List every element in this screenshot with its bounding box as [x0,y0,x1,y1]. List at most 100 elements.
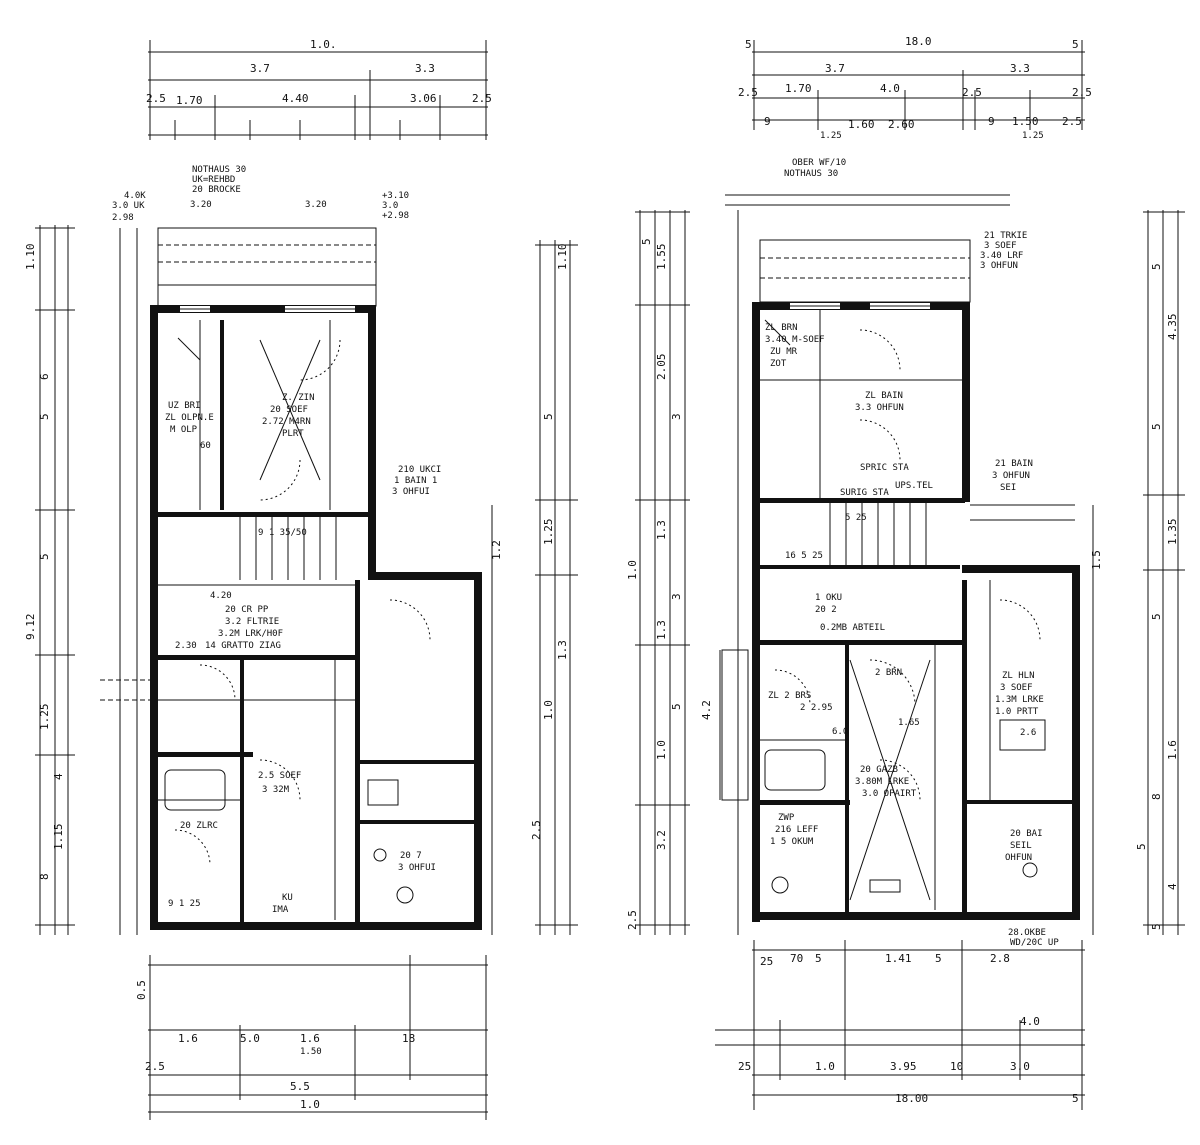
left-top-dim-10: 3.20 [305,200,327,210]
room-label: Z. ZIN [282,393,315,403]
room-label: SEIL [1010,841,1032,851]
right-plan-right-dim-1: 5 [1150,263,1163,270]
room-label: ZL BRN [765,323,798,333]
right-note-3: 21 TRKIE [984,231,1027,241]
right-top-dim-16: 1.25 [820,131,842,141]
left-note-6: 2.98 [112,213,134,223]
room-label: 21 BAIN [995,459,1033,469]
right-room-4: 21 BAIN 3 OHFUN SEI [992,459,1033,493]
right-plan-right-dim-8: 8 [1150,793,1163,800]
left-note-8: 3.0 [382,201,398,211]
right-plan-left-dim-1: 5 [640,238,653,245]
right-bottom-dim-11: 1.0 [815,1060,835,1073]
left-room-2: UZ BRI ZL OLPN.E M OLP 60 [165,401,214,451]
right-room-1: ZL BRN 3.40 M-SOEF ZU MR ZOT [765,323,825,369]
left-room-1: Z. ZIN 20 SOEF 2.72 M4RN PLRT [262,393,315,439]
left-fixtures [164,769,414,904]
left-plan-right-dim-6: 2.5 [530,820,543,840]
right-bottom-dim-3: 5 [815,952,822,965]
right-room-5: 5 25 16 5 25 [785,513,867,561]
right-interior-walls [760,310,1075,915]
room-label: 3 OHFUI [398,863,436,873]
right-plan-left-dim-10: 4.2 [700,700,713,720]
left-room-5: 4.20 20 CR PP 3.2 FLTRIE 3.2M LRK/H0F 14… [205,591,283,651]
room-label: 3 OHFUN [992,471,1030,481]
room-label: 210 UKCI [398,465,441,475]
room-label: 9 1 35/50 [258,528,307,538]
left-top-dim-4: 2.5 [146,92,166,105]
room-label: 3.80M LRKE [855,777,909,787]
room-label: 4.20 [210,591,232,601]
room-label: 3.2 FLTRIE [225,617,279,627]
right-plan-right-dimension-chain [1092,210,1185,935]
right-top-dim-6: 2.5 [738,86,758,99]
left-note-5: 3.0 UK [112,201,145,211]
left-room-9: 9 1 25 [168,899,201,909]
left-note-7: +3.10 [382,191,409,201]
right-top-dim-18: 2.5 [1062,115,1082,128]
right-room-9: ZL 2 BRS 2 2.95 6.0 [768,691,848,737]
right-plan-right-dim-11: 5 [1150,923,1163,930]
right-top-dim-14: 9 [988,115,995,128]
right-balcony [725,194,1010,303]
left-top-dim-8: 2.5 [472,92,492,105]
left-floor-plan: 1.0. 3.7 3.3 2.5 1.70 4.40 3.06 2.5 3.20… [24,38,578,1120]
right-top-dimension-chain [752,40,1085,130]
room-label: 20 CR PP [225,605,269,615]
left-bottom-dimension-chain [148,955,488,1120]
right-plan-right-dim-9: 5 [1135,843,1148,850]
left-room-3: 210 UKCI 1 BAIN 1 3 OHFUI [392,465,441,497]
right-plan-right-dim-5: 1.5 [1090,550,1103,570]
room-label: 3 32M [262,785,290,795]
room-label: 3.3 OHFUN [855,403,904,413]
right-outer-walls [752,302,1080,922]
right-bottom-dim-13: 10 [950,1060,963,1073]
room-label: 5 25 [845,513,867,523]
left-top-dim-6: 4.40 [282,92,309,105]
left-bottom-dim-4: 1.6 [300,1032,320,1045]
right-bottom-dim-5: 5 [935,952,942,965]
left-bottom-dim-3: 5.0 [240,1032,260,1045]
room-label: 2.72 M4RN [262,417,311,427]
left-stairs [239,517,337,580]
left-side-dim-3: 5 [38,413,51,420]
right-bottom-dim-9: 4.0 [1020,1015,1040,1028]
left-top-dim-7: 3.06 [410,92,437,105]
left-plan-right-dimension-chain [491,240,578,935]
left-side-dim-1: 1.10 [24,244,37,271]
left-note-1: NOTHAUS 30 [192,165,246,175]
left-plan-right-dim-5: 1.0 [542,700,555,720]
left-top-dim-9: 3.20 [190,200,212,210]
room-label: 3.2M LRK/H0F [218,629,283,639]
right-plan-right-dim-2: 4.35 [1166,314,1179,341]
room-label: 1.0 PRTT [995,707,1039,717]
right-plan-left-dim-6: 1.3 [655,520,668,540]
right-top-dim-4: 3.7 [825,62,845,75]
left-room-7: 2.5 SOEF 3 32M [258,771,301,795]
left-note-9: +2.98 [382,211,409,221]
left-note-2: UK=REHBD [192,175,235,185]
room-label: 20 BAI [1010,829,1043,839]
room-label: ZL HLN [1002,671,1035,681]
left-bottom-dim-9: 1.0 [300,1098,320,1111]
room-label: SPRIC STA [860,463,909,473]
right-top-dim-12: 1.60 [848,118,875,131]
right-plan-right-dim-4: 1.35 [1166,519,1179,546]
left-note-3: 20 BROCKE [192,185,241,195]
right-bottom-dim-2: 70 [790,952,803,965]
room-label: ZWP [778,813,795,823]
right-top-dim-13: 2.60 [888,118,915,131]
right-room-7: 2 BRN 1.65 20 GAZB 3.80M LRKE 3.0 OPAIRT [855,668,920,799]
right-plan-left-dim-3: 2.05 [655,354,668,381]
left-top-dim-2: 3.7 [250,62,270,75]
room-label: 1 OKU [815,593,842,603]
right-plan-left-dim-11: 1.0 [655,740,668,760]
room-label: 20 GAZB [860,765,898,775]
room-label: SEI [1000,483,1016,493]
room-label: 3 SOEF [1000,683,1033,693]
room-label: ZL BAIN [865,391,903,401]
room-label: KU [282,893,293,903]
right-top-dim-10: 2.5 [1072,86,1092,99]
